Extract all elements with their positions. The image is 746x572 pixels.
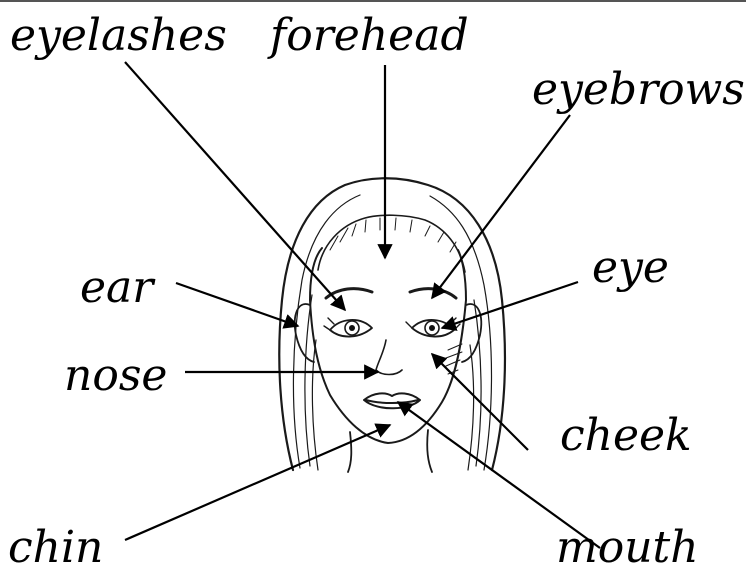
arrow-eyebrows xyxy=(432,115,570,298)
pupil-right xyxy=(429,325,435,331)
hairline xyxy=(318,215,465,272)
mouth-drawing xyxy=(364,393,420,408)
arrow-ear xyxy=(176,283,298,326)
label-mouth: mouth xyxy=(556,522,699,572)
label-ear: ear xyxy=(80,262,156,313)
label-cheek: cheek xyxy=(560,410,692,461)
label-forehead: forehead xyxy=(267,10,469,61)
label-nose: nose xyxy=(64,350,167,401)
hair-strands-left xyxy=(293,195,360,470)
arrow-eyelashes xyxy=(125,62,345,310)
arrow-cheek xyxy=(432,354,528,450)
pupil-left xyxy=(349,325,355,331)
leader-arrows xyxy=(125,62,600,548)
label-eyebrows: eyebrows xyxy=(532,64,745,115)
face-illustration xyxy=(279,178,505,472)
arrow-eye xyxy=(442,282,578,328)
hair-strands-right xyxy=(430,196,492,470)
hair-part-strokes xyxy=(330,218,456,252)
arrow-chin xyxy=(125,425,390,540)
nose-drawing xyxy=(376,340,402,375)
labels: eyelashes forehead eyebrows eye ear nose… xyxy=(8,10,745,572)
label-chin: chin xyxy=(8,522,103,572)
neck xyxy=(348,430,432,472)
label-eye: eye xyxy=(592,242,669,293)
label-eyelashes: eyelashes xyxy=(10,10,227,61)
face-outline xyxy=(310,248,466,443)
